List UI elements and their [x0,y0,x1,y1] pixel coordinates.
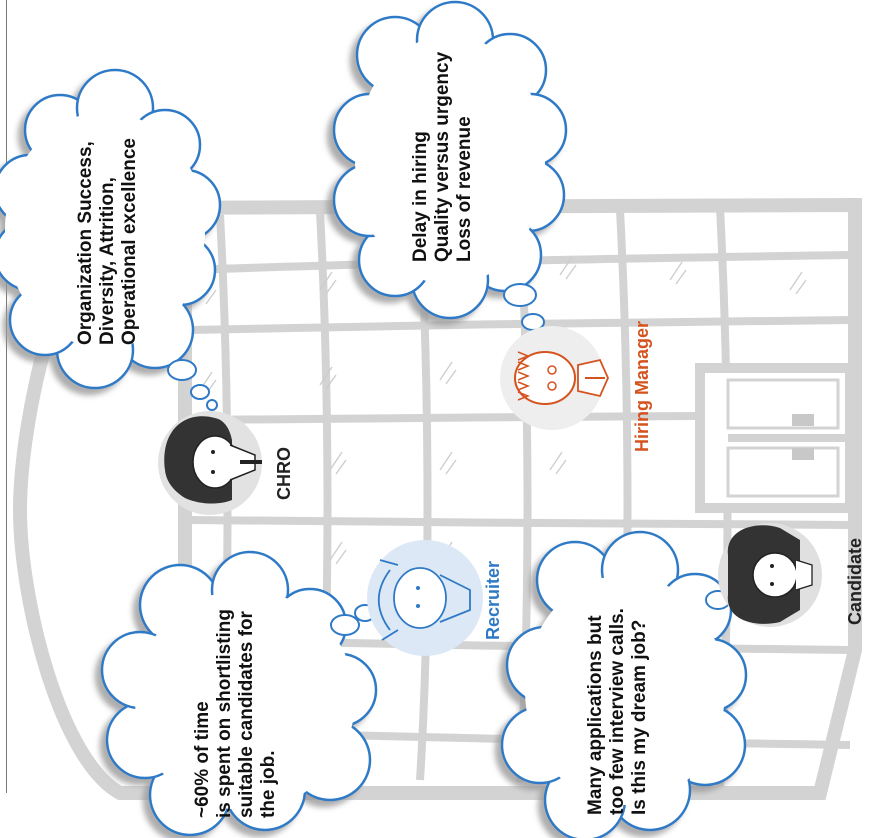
chro-thought-cloud [0,68,222,411]
chro-thought-text: Organization Success, Diversity, Attriti… [75,138,141,345]
recruiter-thought-text: ~60% of time is spent on shortlisting su… [192,609,280,818]
candidate-thought-line: too few interview calls. [607,608,628,815]
recruiter-avatar [367,540,483,656]
left-border-line [6,0,7,793]
chro-avatar [158,411,262,515]
recruiter-thought-line: ~60% of time [192,701,213,818]
recruiter-thought-line: the job. [258,750,279,818]
chro-role-label: CHRO [274,447,294,500]
hiring-manager-avatar [500,326,609,430]
hiring-manager-thought-line: Delay in hiring [410,131,431,262]
candidate-avatar [718,523,822,627]
chro-thought-line: Operational excellence [119,138,140,345]
recruiter-role-label: Recruiter [483,560,503,640]
chro-thought-line: Diversity, Attrition, [97,177,118,345]
recruiter-thought-line: is spent on shortlisting [214,608,235,818]
recruiter-thought-line: suitable candidates for [236,611,257,818]
hiring-manager-thought-line: Quality versus urgency [432,51,453,262]
hiring-manager-thought-line: Loss of revenue [454,116,475,262]
building-entrance-door [695,363,855,513]
hiring-manager-role-label: Hiring Manager [632,320,652,452]
candidate-thought-text: Many applications but too few interview … [585,608,651,815]
candidate-thought-cloud [500,530,748,838]
hiring-manager-thought-text: Delay in hiring Quality versus urgency L… [410,52,476,262]
chro-thought-line: Organization Success, [75,141,96,345]
hiring-manager-thought-cloud [332,0,568,347]
candidate-thought-line: Is this my dream job? [629,619,650,815]
candidate-thought-line: Many applications but [585,615,606,815]
candidate-role-label: Candidate [845,537,865,625]
